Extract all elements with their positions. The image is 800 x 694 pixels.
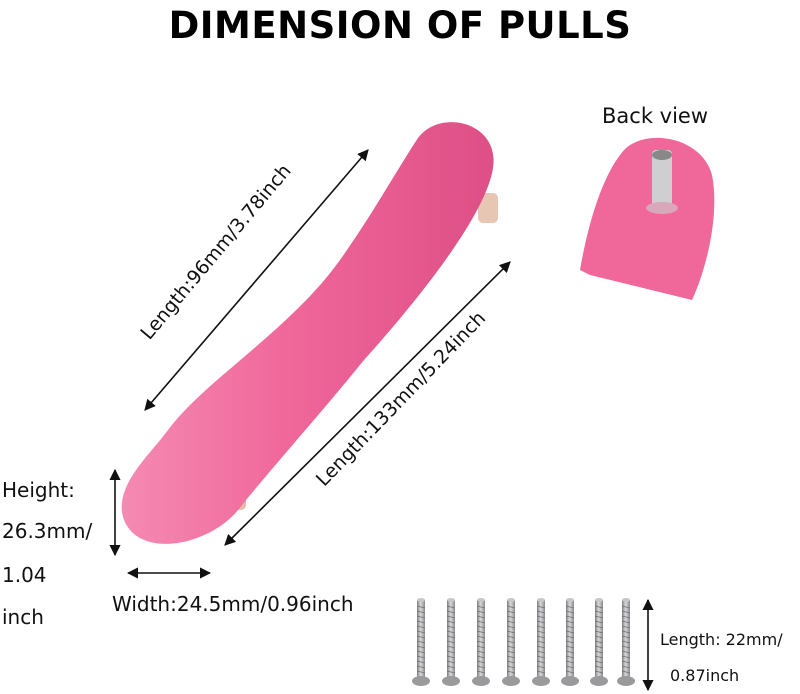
screw-length-label-line-1: Length: 22mm/ [660,630,783,649]
screw [442,598,460,686]
height-label-line-3: 1.04 [2,563,47,587]
screw [590,598,608,686]
height-label-line-2: 26.3mm/ [2,519,93,543]
height-label-line-1: Height: [2,478,75,502]
insert-hole [652,150,672,160]
screw [502,598,520,686]
back-view-label: Back view [602,104,709,128]
page-title: DIMENSION OF PULLS [168,4,632,47]
mounting-post-top [478,193,498,223]
back-view-insert [652,150,672,212]
back-view-piece [580,137,715,300]
height-label-line-4: inch [2,605,44,629]
overall-length-arrow [224,261,511,546]
screw [617,598,635,686]
screw [472,598,490,686]
screw-set [412,598,635,686]
screw [532,598,550,686]
back-view-body [580,137,715,300]
width-label: Width:24.5mm/0.96inch [112,592,354,616]
insert-base [646,202,678,214]
screw [412,598,430,686]
screw-length-label-line-2: 0.87inch [670,666,740,685]
screw [561,598,579,686]
